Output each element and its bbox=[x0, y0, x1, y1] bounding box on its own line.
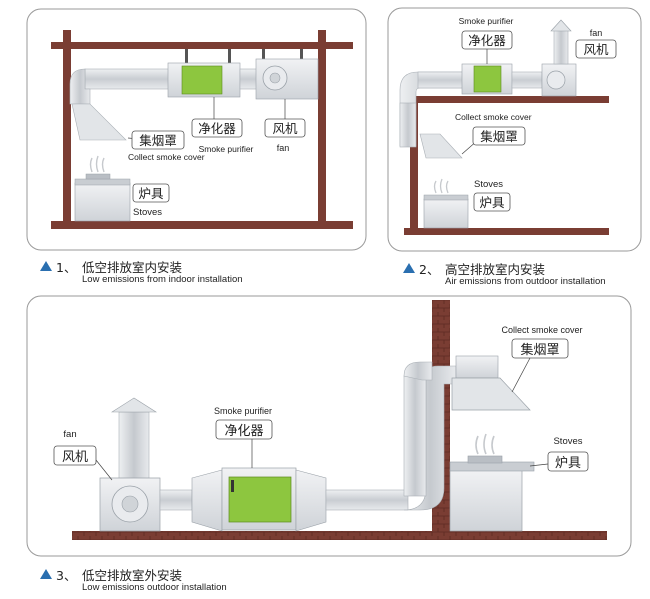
caption-3-en: Low emissions outdoor installation bbox=[82, 582, 227, 593]
panel-1-hood-en: Collect smoke cover bbox=[128, 152, 205, 162]
panel-2-stove-en: Stoves bbox=[474, 179, 503, 190]
panel-1-hood bbox=[71, 103, 127, 141]
panel-1-fan-en: fan bbox=[277, 143, 290, 153]
panel-3-stove-en: Stoves bbox=[553, 436, 582, 447]
panel-2-hood bbox=[419, 133, 463, 159]
panel-1-hanger bbox=[300, 49, 303, 65]
panel-3-chimney bbox=[118, 411, 150, 483]
panel-2-hood-zh: 集烟罩 bbox=[480, 129, 518, 144]
panel-2-roof bbox=[404, 96, 609, 103]
triangle-icon bbox=[40, 261, 52, 271]
panel-3-duct-left bbox=[159, 489, 193, 511]
panel-1: 集烟罩 Collect smoke cover 净化器 Smoke purifi… bbox=[26, 8, 367, 251]
panel-2-purifier-zh: 净化器 bbox=[468, 33, 506, 48]
panel-2-purifier-en: Smoke purifier bbox=[459, 16, 514, 26]
panel-2-fan-en: fan bbox=[590, 28, 603, 38]
panel-2-chimney-cap bbox=[550, 19, 572, 32]
panel-3-stove bbox=[449, 469, 523, 532]
panel-1-hood-zh: 集烟罩 bbox=[139, 133, 177, 148]
panel-2-chimney bbox=[553, 29, 569, 65]
caption-1-zh: 低空排放室内安装 bbox=[82, 260, 183, 275]
triangle-icon bbox=[40, 569, 52, 579]
panel-2-hood-en: Collect smoke cover bbox=[455, 112, 532, 122]
panel-1-fan-zh: 风机 bbox=[272, 121, 298, 136]
panel-1-duct-elbow bbox=[69, 68, 91, 105]
panel-3-purifier-en: Smoke purifier bbox=[214, 406, 272, 416]
caption-3-num: 3、 bbox=[56, 568, 77, 583]
panel-3-floor bbox=[72, 531, 607, 540]
panel-1-hanger bbox=[228, 49, 231, 65]
panel-1-floor bbox=[51, 221, 353, 229]
caption-2-en: Air emissions from outdoor installation bbox=[445, 276, 606, 287]
panel-3-hood-zh: 集烟罩 bbox=[520, 342, 559, 358]
panel-1-stove bbox=[74, 182, 131, 222]
panel-1-hanger bbox=[185, 49, 188, 65]
panel-1-stove-en: Stoves bbox=[133, 207, 162, 218]
panel-2-floor bbox=[404, 228, 609, 235]
caption-1-num: 1、 bbox=[56, 260, 77, 275]
panel-3-purifier-zh: 净化器 bbox=[224, 424, 263, 439]
panel-3-fan-en: fan bbox=[63, 429, 76, 440]
panel-3-stove-zh: 炉具 bbox=[555, 456, 581, 471]
panel-3-hood bbox=[451, 377, 531, 411]
caption-1-en: Low emissions from indoor installation bbox=[82, 274, 243, 285]
panel-3-hood-en: Collect smoke cover bbox=[501, 325, 582, 335]
panel-1-hanger bbox=[262, 49, 265, 65]
panel-3-chimney-cap bbox=[110, 397, 158, 413]
panel-3-duct-right bbox=[325, 489, 409, 511]
panel-2-filter bbox=[473, 65, 502, 93]
panel-1-wall-left bbox=[63, 30, 71, 228]
panel-1-filter bbox=[181, 65, 223, 95]
panel-3-filter bbox=[228, 476, 292, 523]
triangle-icon bbox=[403, 263, 415, 273]
panel-2-stove-zh: 炉具 bbox=[479, 195, 505, 210]
panel-3-fan-zh: 风机 bbox=[62, 450, 88, 465]
panel-2: Smoke purifier 净化器 fan 风机 Collect smoke … bbox=[387, 7, 642, 252]
caption-2-zh: 高空排放室内安装 bbox=[445, 262, 546, 277]
panel-2-stove bbox=[423, 198, 469, 229]
panel-1-wall-right bbox=[318, 30, 326, 228]
panel-2-fan-zh: 风机 bbox=[583, 42, 609, 57]
panel-3: fan 风机 Smoke purifier 净化器 Collect smoke … bbox=[26, 295, 632, 557]
panel-1-stove-zh: 炉具 bbox=[138, 186, 164, 201]
panel-2-wall bbox=[410, 96, 418, 234]
panel-1-roof-beam bbox=[51, 42, 353, 49]
panel-1-purifier-en: Smoke purifier bbox=[199, 144, 254, 154]
panel-1-purifier-zh: 净化器 bbox=[198, 121, 236, 136]
panel-3-duct-riser bbox=[403, 365, 457, 511]
caption-3-zh: 低空排放室外安装 bbox=[82, 568, 183, 583]
caption-2-num: 2、 bbox=[419, 262, 440, 277]
